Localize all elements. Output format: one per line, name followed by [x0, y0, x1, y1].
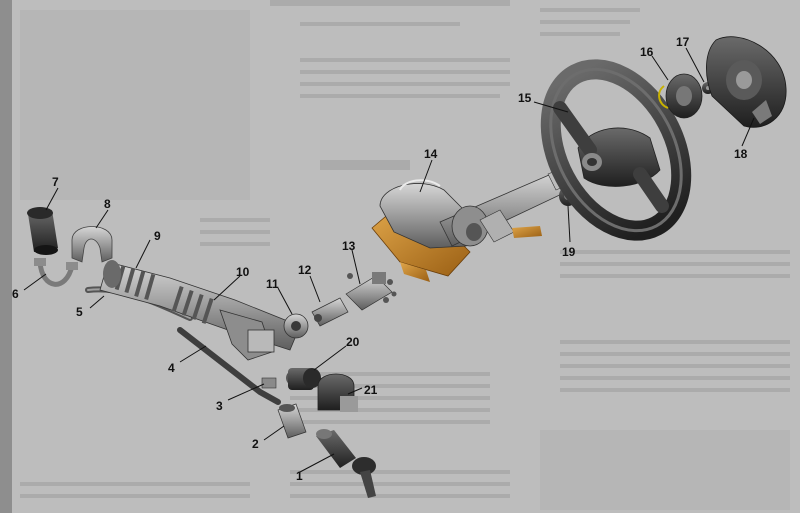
leader-17: [685, 47, 705, 83]
part-12-coupling: [311, 297, 349, 327]
callout-7: 7: [52, 175, 59, 189]
leader-4: [179, 345, 207, 363]
part-3-bolt: [261, 377, 277, 389]
part-6-strap: [34, 258, 78, 287]
leader-11: [277, 287, 293, 315]
callout-15: 15: [518, 91, 532, 105]
part-15-steering-wheel: [540, 59, 692, 241]
faint-print-texture: [20, 0, 790, 510]
leader-19: [567, 205, 571, 243]
leader-1: [299, 453, 335, 473]
part-21-mount: [317, 373, 358, 412]
callout-14: 14: [424, 147, 438, 161]
leader-20: [313, 345, 347, 371]
callout-5: 5: [76, 305, 83, 319]
callout-11: 11: [266, 277, 279, 291]
callout-17: 17: [676, 35, 690, 49]
callout-2: 2: [252, 437, 259, 451]
callout-20: 20: [346, 335, 360, 349]
callout-8: 8: [104, 197, 111, 211]
leader-5: [89, 295, 105, 309]
leader-18: [741, 117, 755, 147]
part-8-bracket: [71, 226, 113, 263]
leader-16: [651, 55, 669, 81]
part-9-10-rack-housing: [99, 260, 301, 361]
part-14-steering-column: [371, 165, 575, 282]
part-4-tie-rod: [177, 327, 281, 405]
callout-numbers: 1 2 3 4 5 6 7 8 9 10 11 12 13 14 15 16 1…: [12, 35, 748, 483]
leader-14: [419, 159, 433, 193]
leader-13: [351, 249, 361, 285]
callout-18: 18: [734, 147, 748, 161]
part-1-tie-rod-end: [316, 429, 376, 498]
callout-4: 4: [168, 361, 175, 375]
callout-3: 3: [216, 399, 223, 413]
leader-3: [227, 383, 265, 401]
leader-7: [45, 187, 59, 211]
callout-9: 9: [154, 229, 161, 243]
part-13-universal-joint: [345, 272, 397, 311]
leader-9: [135, 239, 151, 269]
callout-13: 13: [342, 239, 356, 253]
leader-2: [263, 425, 285, 441]
leader-lines: [23, 47, 755, 473]
part-18-airbag-module: [706, 36, 787, 128]
callout-19: 19: [562, 245, 576, 259]
leader-10: [213, 275, 241, 301]
leader-21: [347, 387, 363, 395]
part-2-sleeve: [277, 403, 307, 439]
callout-10: 10: [236, 265, 250, 279]
leader-8: [95, 209, 109, 229]
callout-6: 6: [12, 287, 19, 301]
callout-12: 12: [298, 263, 312, 277]
part-20-bushing: [286, 368, 321, 390]
part-16-clock-spring: [658, 73, 703, 119]
part-11-washer: [283, 313, 309, 339]
callout-16: 16: [640, 45, 654, 59]
leader-15: [533, 101, 569, 113]
leader-12: [309, 275, 321, 303]
callout-1: 1: [296, 469, 303, 483]
page-spine: [0, 0, 12, 513]
leader-6: [23, 273, 47, 291]
callout-21: 21: [364, 383, 378, 397]
